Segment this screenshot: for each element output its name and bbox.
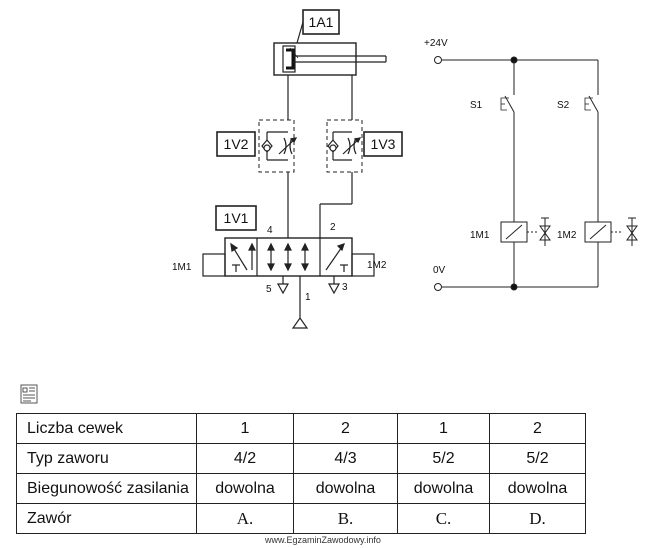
table-cell: 5/2 — [397, 443, 490, 474]
valve-label-box — [215, 205, 257, 231]
table-cell: dowolna — [397, 473, 490, 504]
coil-right-label: 1M2 — [367, 260, 387, 271]
switch-s1-label: S1 — [470, 100, 483, 111]
coil-1-label: 1M1 — [470, 230, 490, 241]
row-header: Liczba cewek — [16, 413, 197, 444]
table-cell: 5/2 — [489, 443, 586, 474]
table-cell: dowolna — [196, 473, 294, 504]
table-cell: dowolna — [293, 473, 398, 504]
port-4-label: 4 — [267, 225, 273, 236]
pneumatic-labels: 1A1 1V2 1V3 1V1 1M1 1M2 4 2 5 1 3 — [172, 14, 396, 303]
switch-s2-label: S2 — [557, 100, 570, 111]
answer-option-d[interactable]: D. — [489, 503, 586, 534]
table-cell: 1 — [196, 413, 294, 444]
throttle-right-label-box — [363, 131, 403, 157]
port-5-label: 5 — [266, 284, 272, 295]
table-cell: 2 — [489, 413, 586, 444]
answer-option-b[interactable]: B. — [293, 503, 398, 534]
throttle-check-valve-1v2 — [258, 119, 298, 173]
cylinder-1a1 — [273, 42, 387, 76]
supply-terminal — [434, 56, 442, 64]
throttle-check-valve-1v3 — [326, 119, 363, 173]
table-cell: 4/3 — [293, 443, 398, 474]
watermark: www.EgzaminZawodowy.info — [265, 535, 381, 545]
port-1-label: 1 — [305, 292, 311, 303]
coil-left-label: 1M1 — [172, 262, 192, 273]
table-cell: dowolna — [489, 473, 586, 504]
coil-2-label: 1M2 — [557, 230, 577, 241]
answer-option-a[interactable]: A. — [196, 503, 294, 534]
table-row: Typ zaworu 4/2 4/3 5/2 5/2 — [16, 443, 586, 474]
table-row: Zawór A. B. C. D. — [16, 503, 586, 534]
answer-table: Liczba cewek 1 2 1 2 Typ zaworu 4/2 4/3 … — [16, 413, 586, 534]
answer-option-c[interactable]: C. — [397, 503, 490, 534]
row-header: Typ zaworu — [16, 443, 197, 474]
row-header: Biegunowość zasilania — [16, 473, 197, 504]
supply-label: +24V — [424, 38, 448, 49]
table-cell: 4/2 — [196, 443, 294, 474]
info-logo-icon — [20, 384, 38, 404]
junction-bottom — [510, 283, 518, 291]
actuator-label: 1A1 — [309, 14, 334, 30]
port-3-label: 3 — [342, 282, 348, 293]
pneumatic-circuit — [202, 9, 403, 329]
electrical-labels: +24V 0V S1 S2 1M1 1M2 — [424, 38, 577, 276]
table-row: Liczba cewek 1 2 1 2 — [16, 413, 586, 444]
circuit-diagram: 1A1 1V2 1V3 1V1 1M1 1M2 4 2 5 1 3 — [172, 9, 638, 329]
directional-valve-1v1 — [202, 237, 375, 329]
throttle-left-label: 1V2 — [224, 136, 249, 152]
valve-label: 1V1 — [224, 210, 249, 226]
electrical-circuit — [434, 56, 638, 291]
ground-label: 0V — [433, 265, 446, 276]
table-row: Biegunowość zasilania dowolna dowolna do… — [16, 473, 586, 504]
port-2-label: 2 — [330, 222, 336, 233]
throttle-left-label-box — [216, 131, 256, 157]
row-header: Zawór — [16, 503, 197, 534]
table-cell: 1 — [397, 413, 490, 444]
table-cell: 2 — [293, 413, 398, 444]
ground-terminal — [434, 283, 442, 291]
throttle-right-label: 1V3 — [371, 136, 396, 152]
